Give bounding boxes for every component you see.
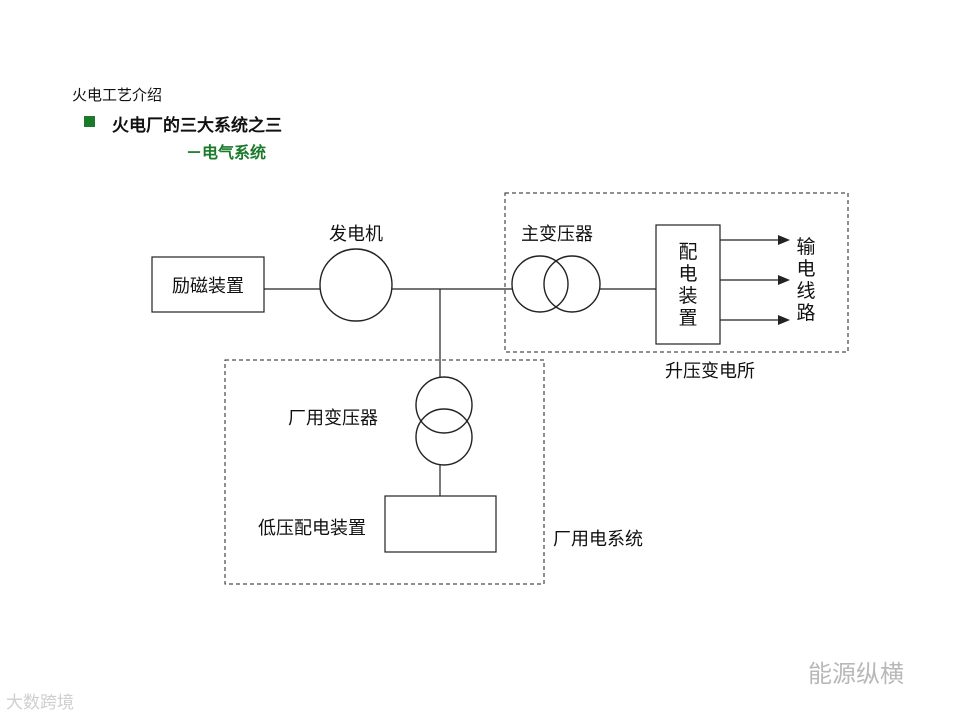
main-transformer-coil-2 <box>543 255 601 313</box>
substation-label: 升压变电所 <box>665 361 755 382</box>
step-up-substation-region <box>504 192 849 353</box>
aux-transformer-coil-2 <box>415 408 473 466</box>
excitation-box <box>151 256 265 313</box>
aux-transformer-coil-1 <box>415 376 473 434</box>
generator-label: 发电机 <box>329 224 383 245</box>
page-subtitle: －电气系统 <box>186 143 267 162</box>
page-header: 火电工艺介绍 <box>72 86 163 104</box>
title-bullet <box>84 116 95 127</box>
aux-transformer-label: 厂用变压器 <box>288 408 378 429</box>
distribution-label: 配电装置 <box>678 241 698 329</box>
watermark-right: 能源纵横 <box>808 660 904 688</box>
low-voltage-box <box>384 495 497 553</box>
arrow-head-2 <box>778 275 790 285</box>
transmission-label: 输电线路 <box>796 236 816 324</box>
aux-system-label: 厂用电系统 <box>553 529 643 550</box>
aux-power-region <box>224 359 545 585</box>
arrow-head-3 <box>778 315 790 325</box>
main-transformer-coil-1 <box>511 255 569 313</box>
arrow-head-1 <box>778 235 790 245</box>
page-title: 火电厂的三大系统之三 <box>112 116 282 136</box>
excitation-label: 励磁装置 <box>172 275 244 297</box>
watermark-left: 大数跨境 <box>6 693 74 713</box>
low-voltage-label: 低压配电装置 <box>258 518 366 539</box>
main-transformer-label: 主变压器 <box>521 224 593 245</box>
distribution-box <box>655 224 721 345</box>
generator-symbol <box>319 248 393 322</box>
